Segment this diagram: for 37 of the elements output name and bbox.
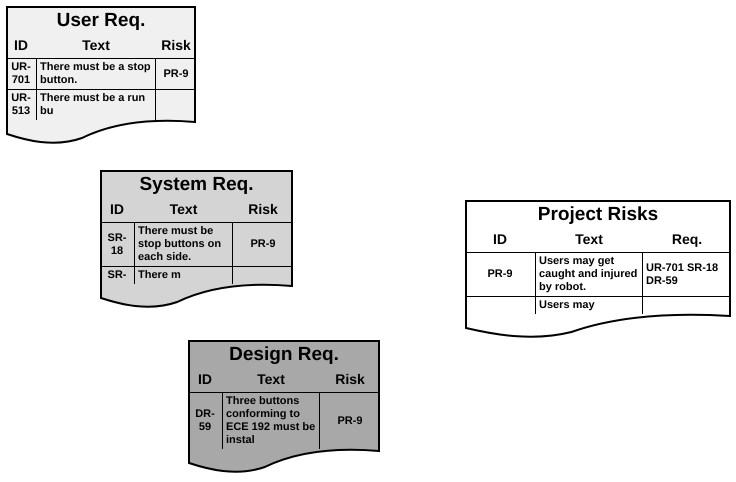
table-cell: PR-9	[465, 252, 535, 296]
column-header: ID	[492, 230, 508, 249]
table-cell: There must be a run bu	[36, 89, 156, 120]
column-header: Text	[81, 36, 111, 55]
table-cell: SR-18	[100, 222, 134, 266]
table-cell: DR-59	[188, 392, 222, 449]
document-title: Design Req.	[228, 343, 340, 367]
document-card	[465, 200, 731, 338]
document-title: Project Risks	[536, 203, 660, 227]
column-header: Risk	[334, 370, 366, 389]
table-cell: There m	[134, 266, 233, 284]
document-title: User Req.	[56, 9, 146, 33]
table-cell: UR-701	[6, 58, 36, 89]
column-header: Req.	[670, 230, 704, 249]
table-cell: SR-	[100, 266, 134, 284]
table-cell: There must be a stop button.	[36, 58, 156, 89]
column-header: Risk	[160, 36, 192, 55]
document-card	[6, 6, 196, 144]
table-cell: PR-9	[320, 392, 380, 449]
document-title: System Req.	[138, 173, 255, 197]
column-header: Text	[256, 370, 286, 389]
table-cell: PR-9	[156, 58, 196, 89]
column-header: ID	[109, 200, 125, 219]
document-card	[100, 170, 293, 308]
column-header: ID	[197, 370, 213, 389]
table-cell: PR-9	[233, 222, 293, 266]
column-header: Risk	[247, 200, 279, 219]
table-cell: UR-701 SR-18 DR-59	[643, 252, 731, 296]
column-header: ID	[13, 36, 29, 55]
column-header: Text	[168, 200, 198, 219]
table-cell: Users may get caught and injured by robot.	[535, 252, 643, 296]
table-cell: UR-513	[6, 89, 36, 120]
table-cell: Three buttons conforming to ECE 192 must be instal	[222, 392, 320, 449]
table-cell: There must be stop buttons on each side.	[134, 222, 233, 266]
table-cell: Users may	[535, 296, 643, 314]
document-card	[188, 340, 380, 473]
column-header: Text	[574, 230, 604, 249]
